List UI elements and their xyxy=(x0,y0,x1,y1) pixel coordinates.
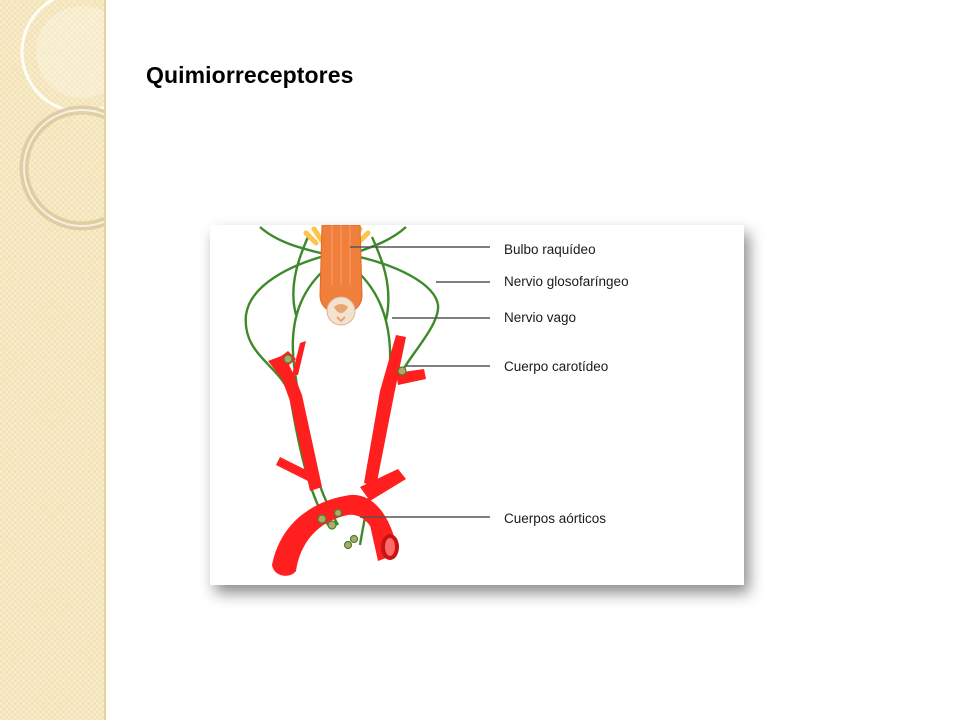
label-bulbo-raquideo: Bulbo raquídeo xyxy=(504,242,596,257)
chemoreceptor-diagram: Bulbo raquídeo Nervio glosofaríngeo Nerv… xyxy=(210,225,744,585)
slide-title: Quimiorreceptores xyxy=(146,62,354,88)
medulla-oblongata xyxy=(303,225,371,326)
sidebar-rings-decoration xyxy=(19,0,104,231)
label-cuerpos-aorticos: Cuerpos aórticos xyxy=(504,511,607,526)
decorative-sidebar xyxy=(0,0,106,720)
diagram-drawing xyxy=(244,225,490,576)
arteries xyxy=(268,335,426,576)
label-nervio-vago: Nervio vago xyxy=(504,310,577,325)
label-cuerpo-carotideo: Cuerpo carotídeo xyxy=(504,359,609,374)
label-nervio-glosofaringeo: Nervio glosofaríngeo xyxy=(504,274,629,289)
